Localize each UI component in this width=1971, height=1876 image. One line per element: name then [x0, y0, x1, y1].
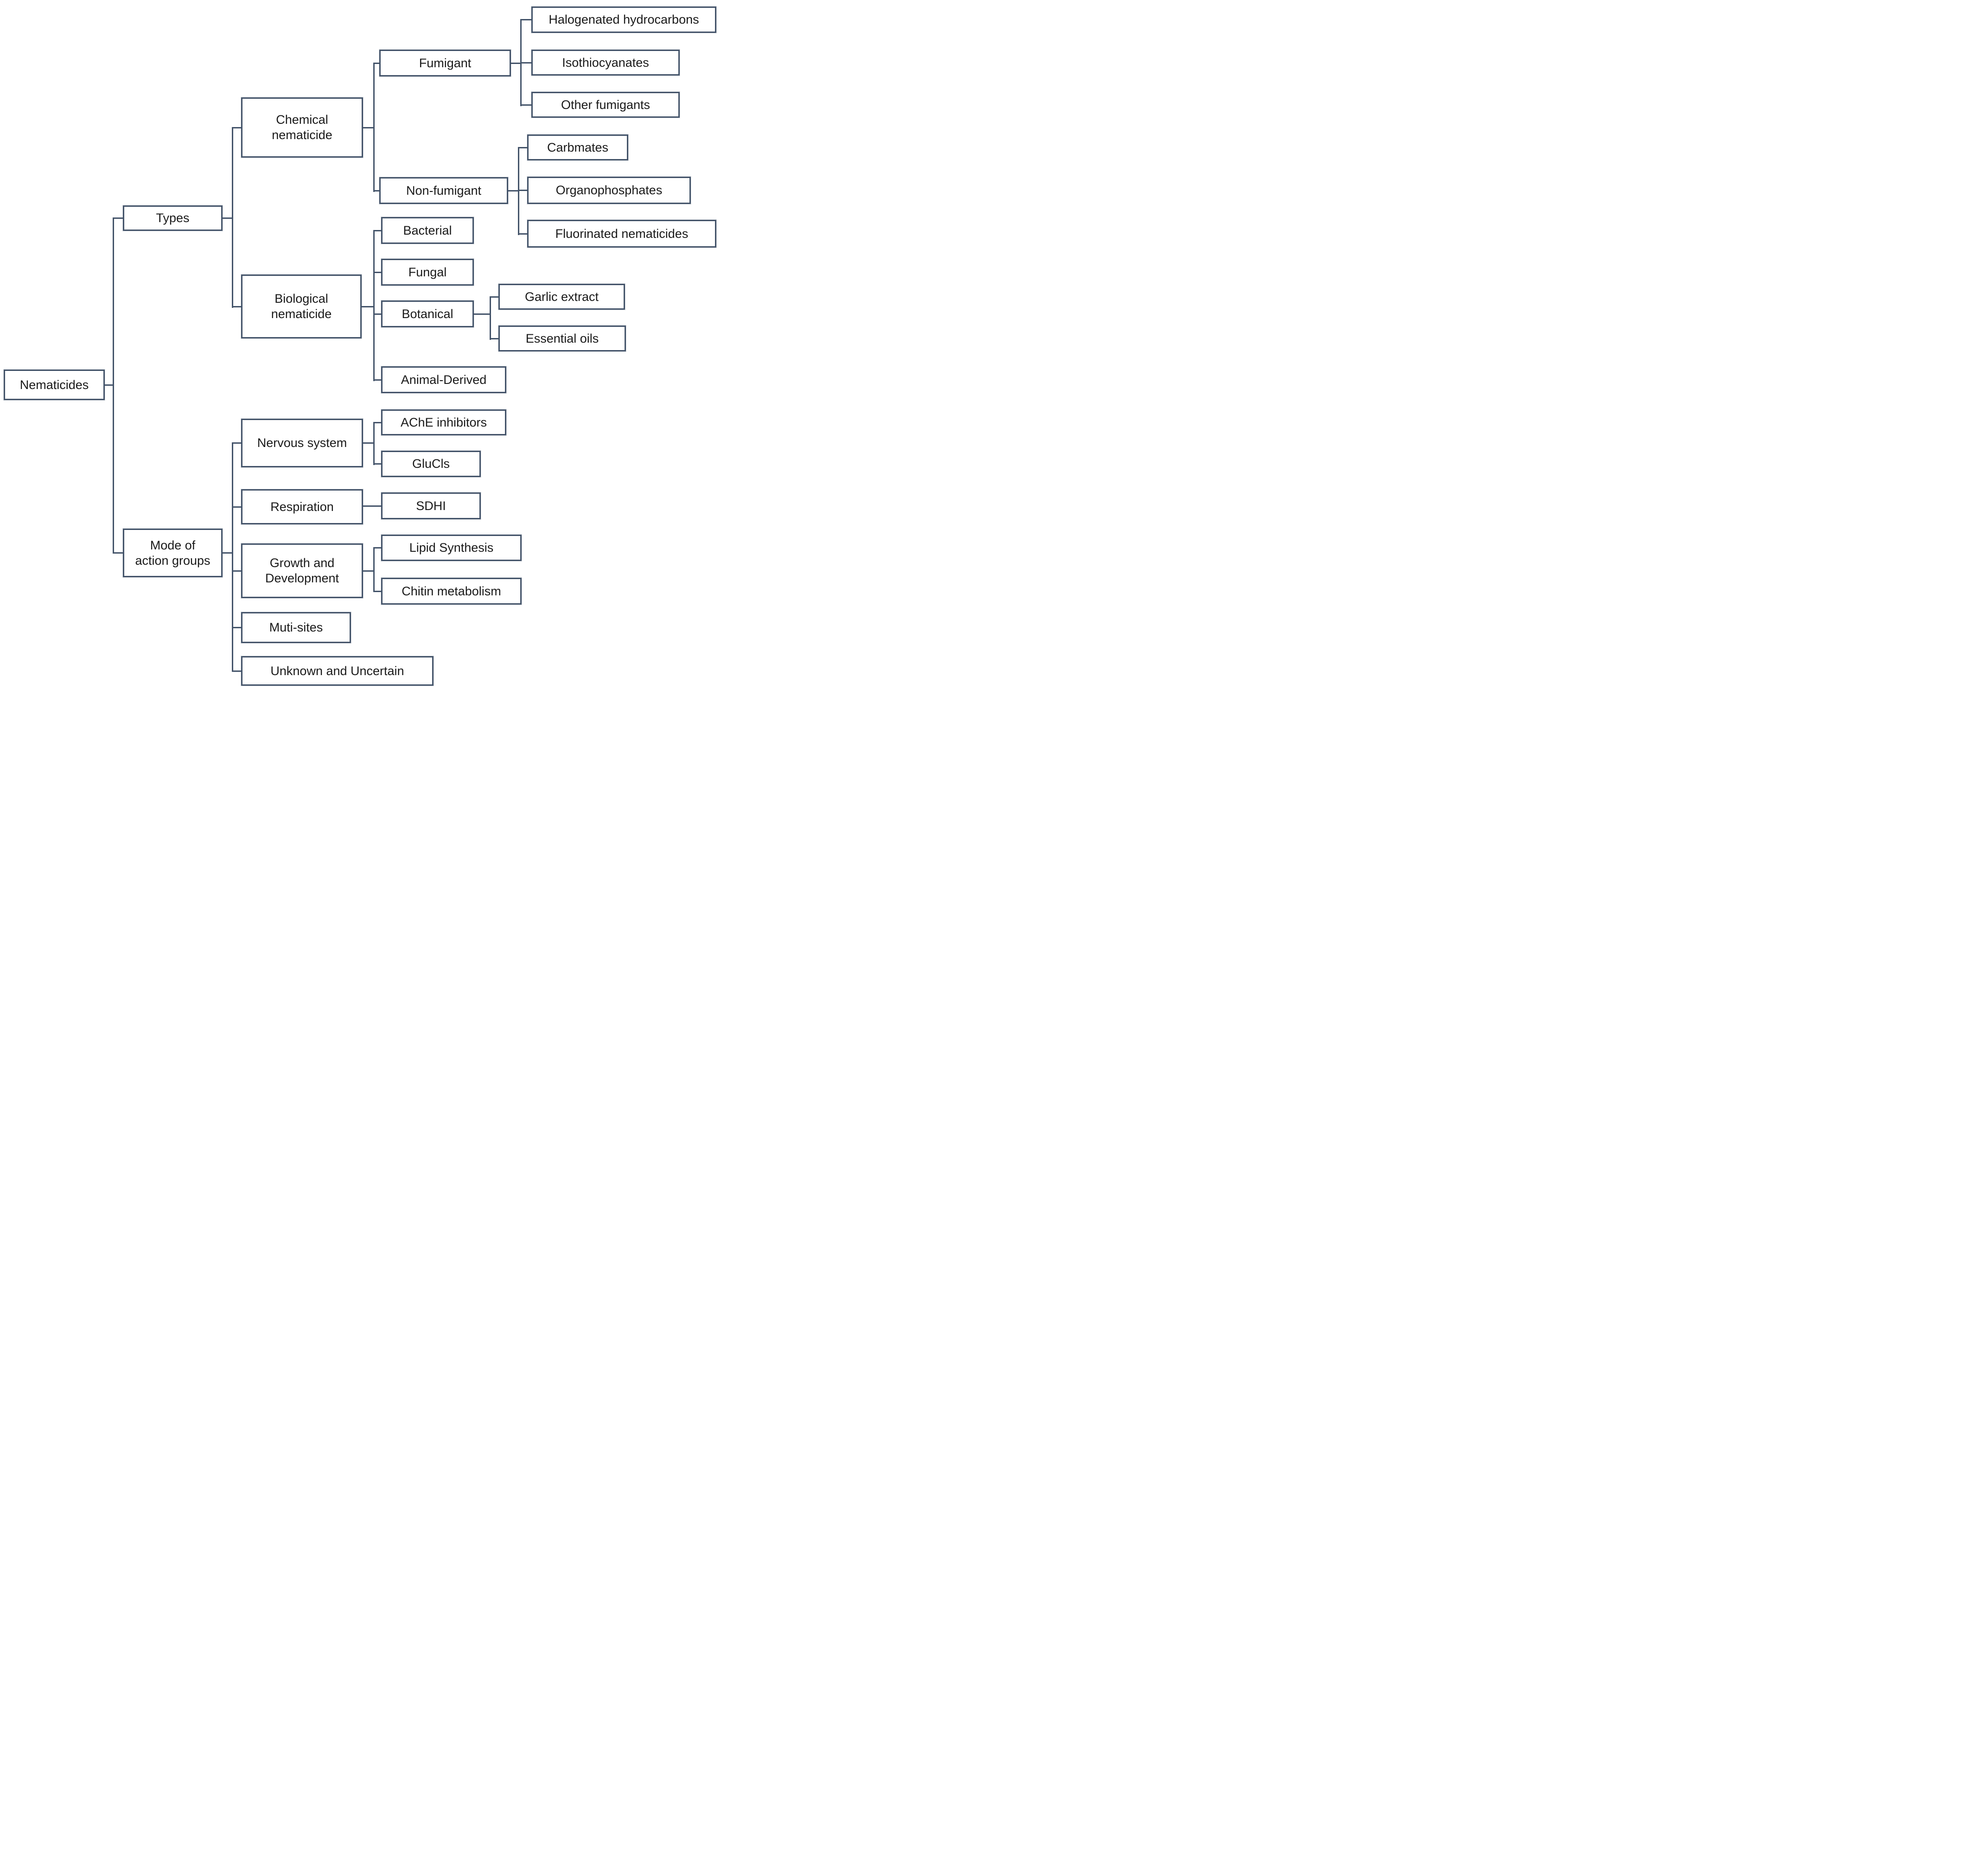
node-sdhi: SDHI [381, 492, 481, 519]
node-biological-nematicide: Biological nematicide [241, 274, 362, 338]
connector-into-garlic [490, 296, 498, 298]
connector-into-nervous [232, 442, 241, 444]
connector-trunk-root [113, 217, 114, 553]
node-chemical-nematicide: Chemical nematicide [241, 97, 363, 158]
connector-into-fungal [373, 272, 381, 273]
connector-nematicides-out [105, 384, 114, 386]
connector-trunk-nervous [373, 422, 375, 465]
connector-trunk-types [232, 127, 233, 308]
connector-into-nonfumigant [373, 190, 379, 191]
connector-respiration-sdhi [363, 505, 381, 507]
connector-into-unknown [232, 670, 241, 672]
connector-into-isothiocyanates [520, 62, 531, 64]
connector-into-essential-oils [490, 338, 498, 339]
node-botanical: Botanical [381, 300, 474, 327]
connector-mode-out [223, 552, 233, 554]
node-isothiocyanates: Isothiocyanates [531, 50, 680, 76]
connector-into-glucls [373, 463, 381, 465]
connector-into-botanical [373, 313, 381, 315]
connector-into-growth [232, 570, 241, 572]
node-bacterial: Bacterial [381, 217, 474, 244]
node-carbmates: Carbmates [527, 134, 628, 160]
node-ache-inhibitors: AChE inhibitors [381, 409, 506, 435]
node-fluorinated-nematicides: Fluorinated nematicides [527, 220, 716, 248]
connector-into-mode [113, 552, 123, 554]
node-fungal: Fungal [381, 259, 474, 286]
connector-into-organophosphates [518, 190, 527, 191]
node-types: Types [123, 205, 223, 231]
connector-trunk-growth [373, 547, 375, 592]
node-chitin-metabolism: Chitin metabolism [381, 578, 522, 605]
connector-trunk-mode [232, 442, 233, 672]
connector-nonfumigant-out [508, 190, 519, 191]
node-organophosphates: Organophosphates [527, 177, 691, 204]
node-respiration: Respiration [241, 489, 363, 524]
connector-into-types [113, 217, 123, 219]
connector-into-respiration [232, 506, 241, 508]
connector-into-otherfumigants [520, 104, 531, 106]
connector-botanical-out [474, 313, 491, 315]
node-animal-derived: Animal-Derived [381, 366, 506, 393]
connector-into-halogenated [520, 19, 531, 20]
connector-chemical-out [363, 127, 375, 128]
node-essential-oils: Essential oils [498, 325, 626, 351]
node-glucls: GluCls [381, 451, 481, 477]
connector-into-carbmates [518, 147, 527, 148]
node-garlic-extract: Garlic extract [498, 284, 625, 310]
node-fumigant: Fumigant [379, 50, 511, 77]
connector-trunk-botanical [490, 296, 491, 340]
node-halogenated-hydrocarbons: Halogenated hydrocarbons [531, 6, 716, 33]
connector-trunk-chemical [373, 63, 375, 192]
node-growth-and-development: Growth and Development [241, 543, 363, 598]
connector-nervous-out [363, 442, 375, 444]
connector-into-chemical [232, 127, 241, 128]
node-lipid-synthesis: Lipid Synthesis [381, 535, 522, 561]
connector-into-muti-sites [232, 627, 241, 628]
connector-into-fluorinated [518, 233, 527, 235]
node-non-fumigant: Non-fumigant [379, 177, 508, 204]
node-muti-sites: Muti-sites [241, 612, 351, 643]
connector-fumigant-out [511, 63, 522, 64]
connector-types-out [223, 217, 233, 219]
node-mode-of-action-groups: Mode of action groups [123, 529, 223, 577]
connector-into-animal-derived [373, 379, 381, 381]
connector-trunk-biological [373, 230, 375, 381]
connector-into-ache [373, 422, 381, 423]
connector-into-chitin [373, 591, 381, 592]
connector-into-fumigant [373, 63, 379, 64]
node-nervous-system: Nervous system [241, 419, 363, 467]
node-nematicides: Nematicides [4, 370, 105, 400]
connector-trunk-nonfumigant [518, 147, 519, 235]
connector-growth-out [363, 570, 375, 572]
nematicides-flowchart: Nematicides Types Mode of action groups … [0, 0, 716, 686]
connector-into-biological [232, 306, 241, 307]
node-unknown-and-uncertain: Unknown and Uncertain [241, 656, 434, 686]
node-other-fumigants: Other fumigants [531, 92, 680, 118]
connector-biological-out [362, 306, 375, 307]
connector-into-lipid [373, 547, 381, 549]
connector-into-bacterial [373, 230, 381, 231]
